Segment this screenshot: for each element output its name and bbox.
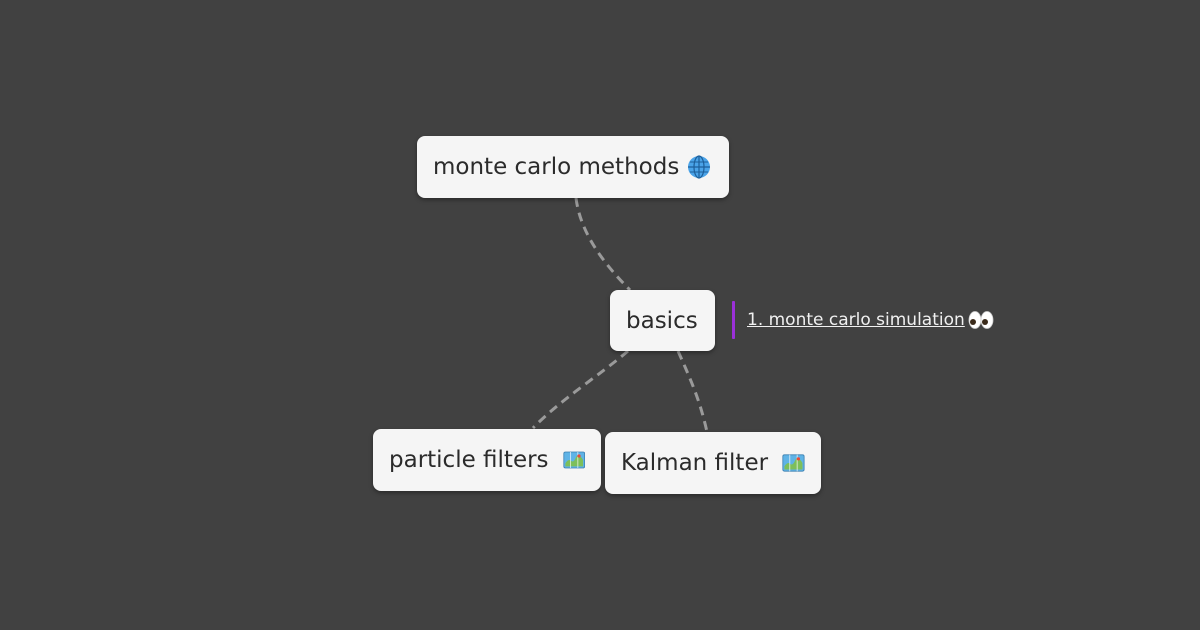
node-label: particle filters — [389, 447, 549, 473]
node-basics[interactable]: basics — [610, 290, 715, 351]
node-kalman-filter[interactable]: Kalman filter — [605, 432, 821, 494]
map-icon — [782, 454, 805, 472]
node-particle-filters[interactable]: particle filters — [373, 429, 601, 491]
map-icon — [562, 451, 585, 469]
node-label: Kalman filter — [621, 450, 769, 476]
node-label: monte carlo methods — [433, 154, 680, 180]
note-accent-bar — [732, 301, 735, 339]
edge-monte-basics — [574, 197, 632, 292]
eyes-icon — [968, 311, 994, 329]
note-link-monte-carlo-simulation[interactable]: 1. monte carlo simulation — [747, 308, 995, 332]
globe-icon — [688, 155, 711, 179]
edge-basics-kalman — [676, 350, 709, 433]
edge-basics-particle — [531, 349, 629, 430]
node-monte-carlo-methods[interactable]: monte carlo methods — [417, 136, 729, 198]
note-link-text: 1. monte carlo simulation — [747, 310, 965, 330]
node-label: basics — [626, 307, 698, 334]
